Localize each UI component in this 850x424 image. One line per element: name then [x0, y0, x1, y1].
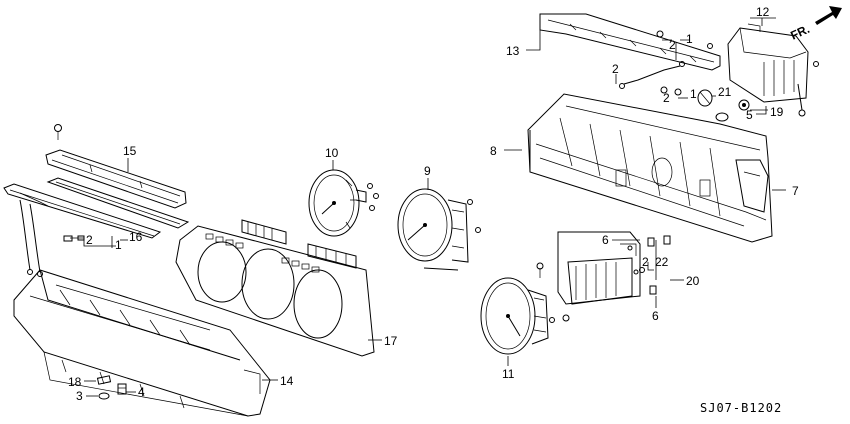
- callout-20: 20: [686, 274, 700, 288]
- part-10-gauge: [308, 169, 379, 237]
- callout-14: 14: [280, 374, 294, 388]
- callout-9: 9: [424, 164, 431, 178]
- callout-16: 16: [129, 230, 143, 244]
- callout-12: 12: [756, 5, 770, 19]
- part-12-cover-box: [727, 23, 819, 117]
- callout-1-right: 1: [690, 87, 697, 101]
- leader-lines: [70, 17, 786, 397]
- callout-11: 11: [502, 367, 515, 381]
- callout-10: 10: [325, 146, 339, 160]
- callout-22: 22: [655, 255, 669, 269]
- callout-3: 3: [76, 389, 83, 403]
- diagram-code: SJ07-B1202: [700, 401, 782, 415]
- part-19-bulb: [738, 99, 750, 111]
- screw-icon: [639, 235, 671, 295]
- screw-icon: [54, 124, 62, 140]
- callout-2: 2: [86, 233, 93, 247]
- part-15-top-cover: [45, 149, 190, 229]
- callout-6-bottom: 6: [652, 309, 659, 323]
- indicator-strip-right: [307, 243, 357, 269]
- screw-icon: [656, 30, 713, 96]
- callout-2-lower: 2: [642, 255, 649, 269]
- part-16-lower-cover: [3, 183, 162, 277]
- part-14-lower-housing: [13, 269, 271, 417]
- callout-1-top: 1: [686, 32, 693, 46]
- callout-15: 15: [123, 144, 137, 158]
- part-3-bulb: [98, 392, 110, 400]
- callout-2-right: 2: [663, 91, 670, 105]
- callout-4: 4: [138, 385, 145, 399]
- callout-21: 21: [718, 85, 732, 99]
- part-4-socket: [117, 383, 127, 395]
- callout-6-top: 6: [602, 233, 609, 247]
- callout-8: 8: [490, 144, 497, 158]
- part-5-socket: [715, 112, 729, 122]
- callout-17: 17: [384, 334, 398, 348]
- part-17-meter-panel: [175, 225, 375, 357]
- part-8-main-housing: [527, 93, 773, 243]
- part-18-bulb-socket: [96, 375, 112, 385]
- front-arrow-icon: [815, 6, 842, 25]
- callout-7: 7: [792, 184, 799, 198]
- callout-1: 1: [115, 238, 122, 252]
- callout-2-top: 2: [669, 38, 676, 52]
- callout-19: 19: [770, 105, 784, 119]
- front-label: FR.: [788, 22, 811, 43]
- callout-labels: 15 2 1 16 17 14 18 3 4 10 9 11 20 6 2 22…: [68, 5, 799, 403]
- callout-18: 18: [68, 375, 82, 389]
- part-11-gauge: [480, 262, 570, 355]
- part-13-top-plate: [539, 13, 721, 89]
- indicator-strip-left: [241, 219, 287, 245]
- part-20-circuit-board: [557, 231, 641, 305]
- callout-2-mid: 2: [612, 62, 619, 76]
- part-21-bulb-socket: [697, 89, 713, 107]
- callout-13: 13: [506, 44, 520, 58]
- callout-5: 5: [746, 108, 753, 122]
- part-9-gauge: [397, 188, 481, 271]
